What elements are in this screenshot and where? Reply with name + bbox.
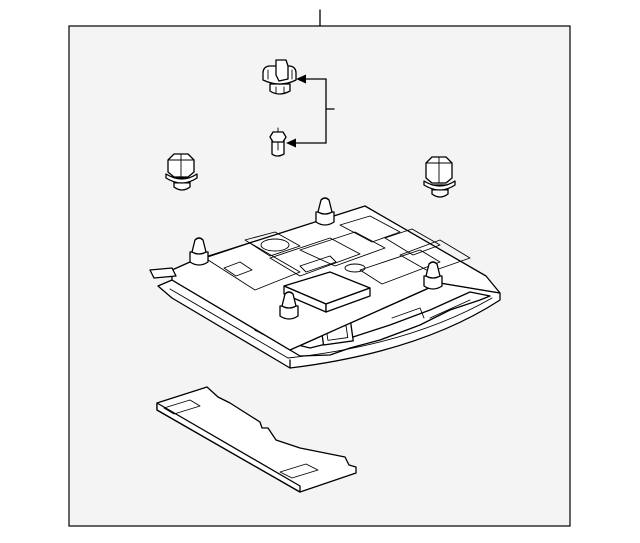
socket-cap-icon: [262, 59, 297, 95]
arrow-head-upper: [296, 74, 306, 84]
arrow-head-lower: [286, 138, 296, 148]
screw-post: [315, 197, 335, 226]
lens-cover-icon: [156, 386, 357, 493]
bolt-icon-left: [165, 153, 198, 191]
screw-post: [279, 291, 299, 320]
console-icon: [149, 197, 501, 369]
screw-post: [423, 261, 443, 290]
bulb-icon: [269, 127, 287, 157]
bolt-icon-right: [423, 156, 456, 198]
screw-post: [189, 237, 209, 266]
callout-bracket: [286, 74, 335, 148]
